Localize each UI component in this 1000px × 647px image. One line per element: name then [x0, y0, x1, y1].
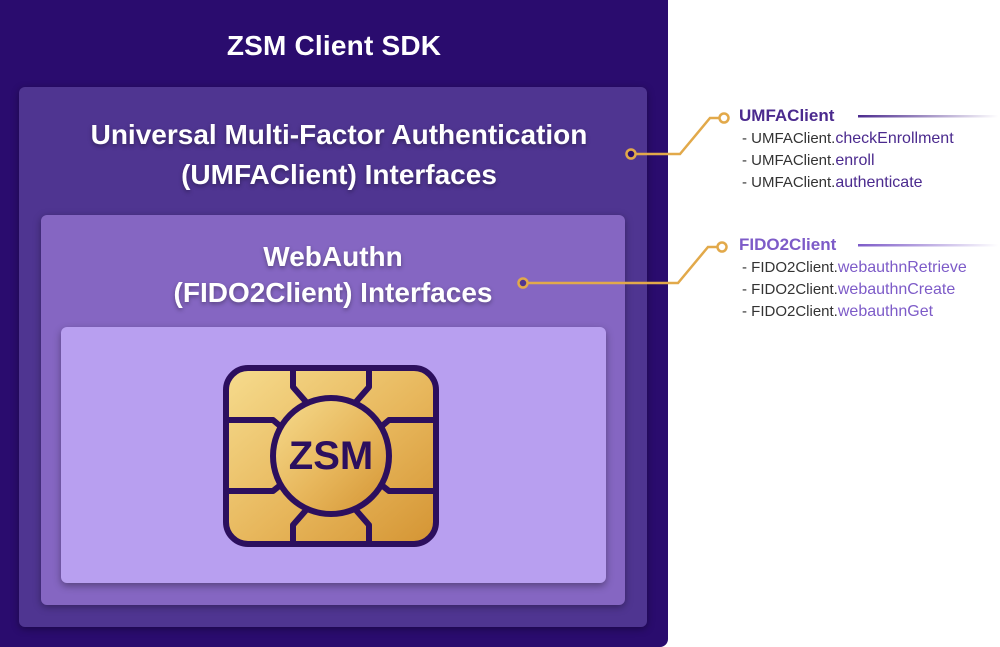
api-item-method: checkEnrollment [835, 130, 954, 147]
umfa-api-item: - UMFAClient.authenticate [742, 172, 954, 194]
sdk-title: ZSM Client SDK [226, 30, 442, 61]
api-item-method: enroll [835, 152, 875, 169]
webauthn-title-line1: WebAuthn [263, 241, 403, 272]
umfa-api-item: - UMFAClient.checkEnrollment [742, 128, 954, 150]
fido-api-item: - FIDO2Client.webauthnRetrieve [742, 257, 967, 279]
webauthn-title: WebAuthn (FIDO2Client) Interfaces [41, 239, 625, 311]
sdk-container: ZSM Client SDK Universal Multi-Factor Au… [0, 0, 668, 647]
webauthn-interfaces-box: WebAuthn (FIDO2Client) Interfaces [41, 215, 625, 605]
umfa-api-heading: UMFAClient [739, 106, 835, 125]
api-item-method: webauthnRetrieve [837, 259, 967, 276]
umfa-api-item: - UMFAClient.enroll [742, 150, 954, 172]
fido-api-heading: FIDO2Client [739, 235, 837, 254]
fido-api-list: FIDO2Client - FIDO2Client.webauthnRetrie… [739, 234, 967, 323]
api-item-method: authenticate [835, 174, 923, 191]
umfa-api-list: UMFAClient - UMFAClient.checkEnrollment … [739, 105, 954, 194]
umfa-interfaces-box: Universal Multi-Factor Authentication (U… [19, 87, 647, 627]
umfa-title: Universal Multi-Factor Authentication (U… [19, 115, 659, 195]
zsm-chip-area: ZSM [61, 327, 606, 583]
api-item-prefix: - UMFAClient. [742, 174, 836, 191]
api-item-prefix: - UMFAClient. [742, 130, 836, 147]
webauthn-title-line2: (FIDO2Client) Interfaces [173, 277, 493, 308]
umfa-title-line2: (UMFAClient) Interfaces [181, 159, 497, 190]
smart-chip-icon: ZSM [223, 365, 439, 547]
fido-connector-end-dot [716, 241, 728, 253]
api-item-prefix: - UMFAClient. [742, 152, 836, 169]
api-item-method: webauthnCreate [837, 281, 956, 298]
umfa-title-line1: Universal Multi-Factor Authentication [90, 119, 588, 150]
fido-api-item: - FIDO2Client.webauthnGet [742, 301, 967, 323]
umfa-connector-end-dot [718, 112, 730, 124]
api-item-method: webauthnGet [837, 303, 934, 320]
api-item-prefix: - FIDO2Client. [742, 259, 838, 276]
api-item-prefix: - FIDO2Client. [742, 281, 838, 298]
api-item-prefix: - FIDO2Client. [742, 303, 838, 320]
chip-label: ZSM [289, 434, 373, 478]
fido-api-item: - FIDO2Client.webauthnCreate [742, 279, 967, 301]
